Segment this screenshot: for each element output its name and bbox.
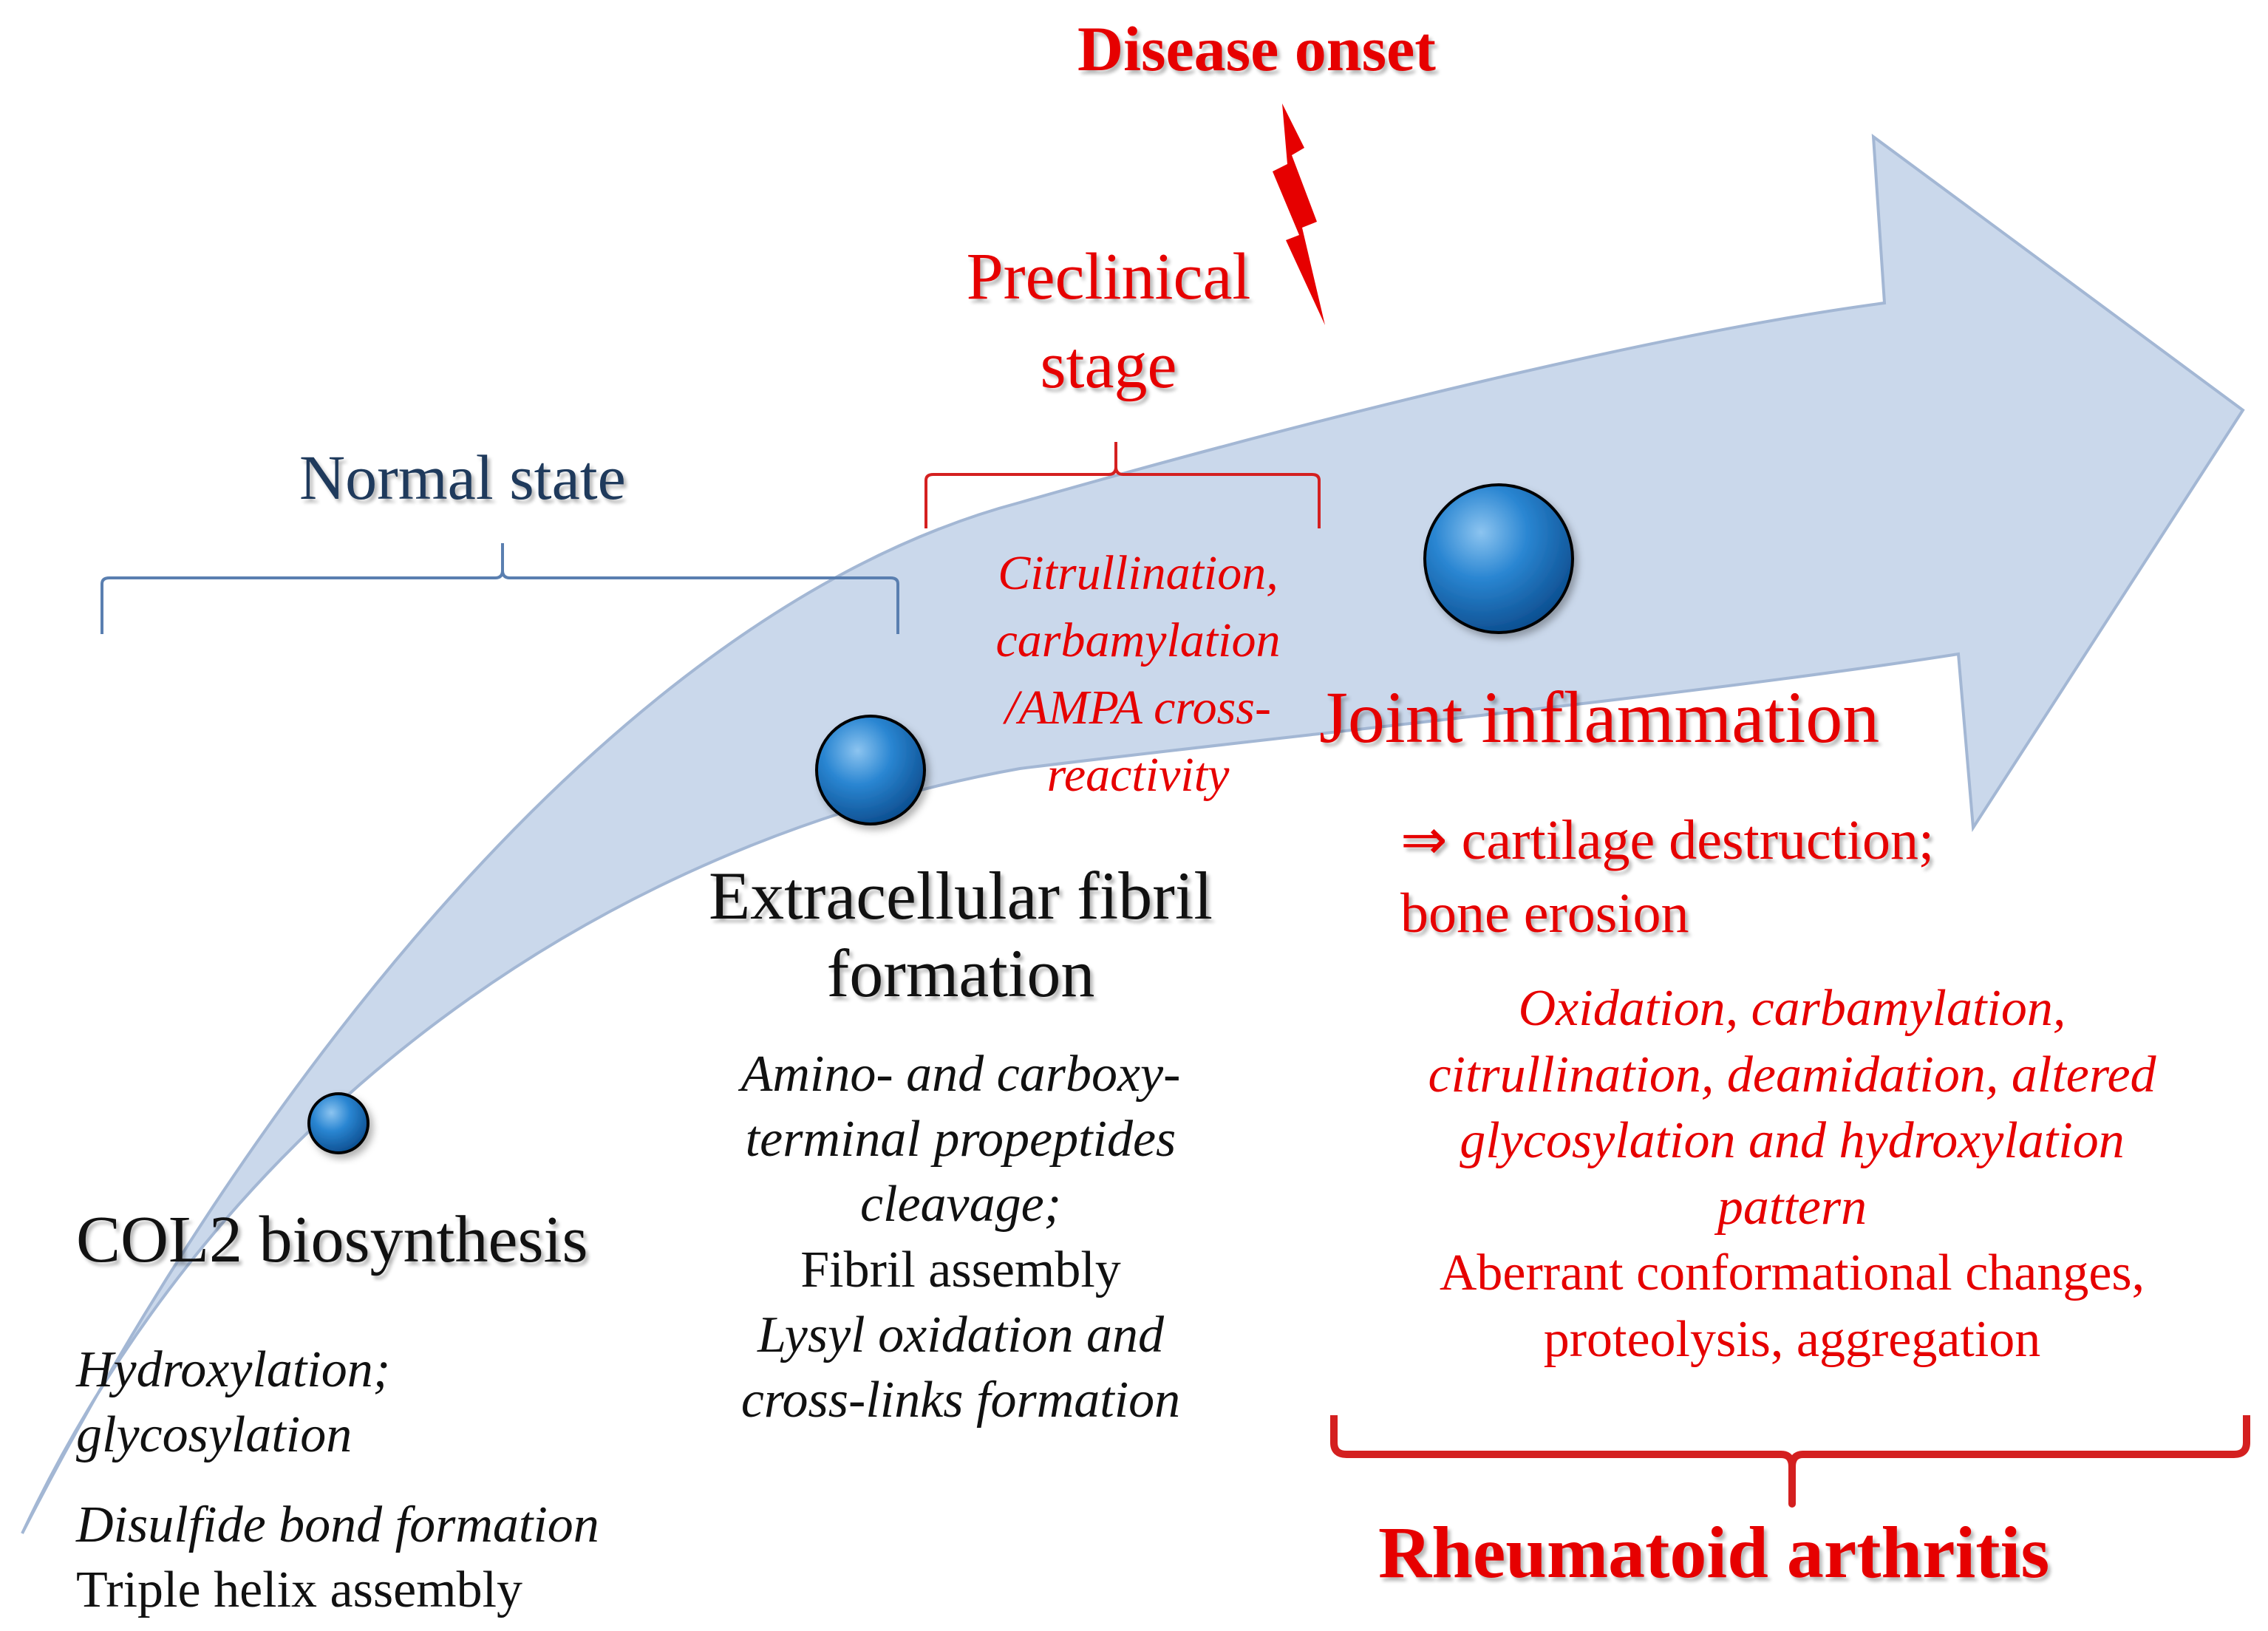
col2-stage-dot <box>307 1092 370 1154</box>
joint-detail-plain-line: Aberrant conformational changes, <box>1439 1244 2145 1302</box>
progression-arrow <box>21 133 2245 1534</box>
preclinical-detail-line: carbamylation <box>995 613 1281 668</box>
fibril-detail-italic-line: cleavage; <box>859 1176 1062 1233</box>
fibril-detail-italic-line: terminal propeptides <box>745 1111 1176 1168</box>
col2-details: Hydroxylation; glycosylation <box>76 1338 390 1468</box>
joint-consequence-line: bone erosion <box>1400 882 1689 944</box>
col2-title: COL2 biosynthesis <box>76 1203 588 1276</box>
fibril-detail-italic-line: cross-links formation <box>740 1371 1181 1429</box>
normal-state-bracket <box>101 543 899 634</box>
col2-detail-italic-line: glycosylation <box>76 1406 353 1464</box>
preclinical-detail-line: reactivity <box>1046 748 1230 803</box>
preclinical-detail-line: /AMPA cross- <box>1005 681 1271 735</box>
fibril-detail-italic-line: Lysyl oxidation and <box>757 1306 1165 1363</box>
rheumatoid-arthritis-bracket <box>1330 1415 2250 1508</box>
preclinical-stage-title-line2: stage <box>1040 329 1177 402</box>
col2-detail-italic-line: Hydroxylation; <box>76 1341 391 1398</box>
preclinical-details: Citrullination, carbamylation /AMPA cros… <box>946 539 1330 808</box>
joint-detail-italic-line: glycosylation and hydroxylation <box>1460 1112 2125 1170</box>
preclinical-stage-title-line1: Preclinical <box>966 240 1251 313</box>
col2-detail-italic-line: Disulfide bond formation <box>76 1496 599 1553</box>
col2-detail-plain-line: Triple helix assembly <box>76 1562 523 1619</box>
fibril-details: Amino- and carboxy- terminal propeptides… <box>650 1042 1271 1433</box>
fibril-detail-plain-line: Fibril assembly <box>800 1241 1121 1298</box>
joint-detail-italic-line: pattern <box>1717 1178 1867 1236</box>
preclinical-bracket <box>924 442 1321 528</box>
preclinical-detail-line: Citrullination, <box>998 546 1278 600</box>
disease-onset-label: Disease onset <box>1077 13 1436 84</box>
fibril-title-line: formation <box>826 935 1095 1011</box>
joint-stage-dot <box>1423 483 1574 634</box>
fibril-title: Extracellular fibril formation <box>650 857 1271 1012</box>
rheumatoid-arthritis-label: Rheumatoid arthritis <box>1378 1511 2050 1593</box>
fibril-title-line: Extracellular fibril <box>708 858 1213 933</box>
lightning-bolt-icon <box>1273 103 1325 325</box>
joint-detail-italic-line: citrullination, deamidation, altered <box>1428 1046 2156 1103</box>
col2-details-2: Disulfide bond formation Triple helix as… <box>76 1493 599 1623</box>
joint-inflammation-title: Joint inflammation <box>1319 676 1880 758</box>
joint-details: Oxidation, carbamylation, citrullination… <box>1334 975 2250 1373</box>
joint-consequence: ⇒ cartilage destruction; bone erosion <box>1400 804 1934 950</box>
joint-consequence-line: ⇒ cartilage destruction; <box>1400 809 1935 871</box>
fibril-detail-italic-line: Amino- and carboxy- <box>740 1046 1181 1103</box>
joint-detail-italic-line: Oxidation, carbamylation, <box>1518 980 2066 1037</box>
joint-detail-plain-line: proteolysis, aggregation <box>1543 1310 2041 1368</box>
normal-state-label: Normal state <box>299 442 626 513</box>
fibril-stage-dot <box>815 715 926 825</box>
